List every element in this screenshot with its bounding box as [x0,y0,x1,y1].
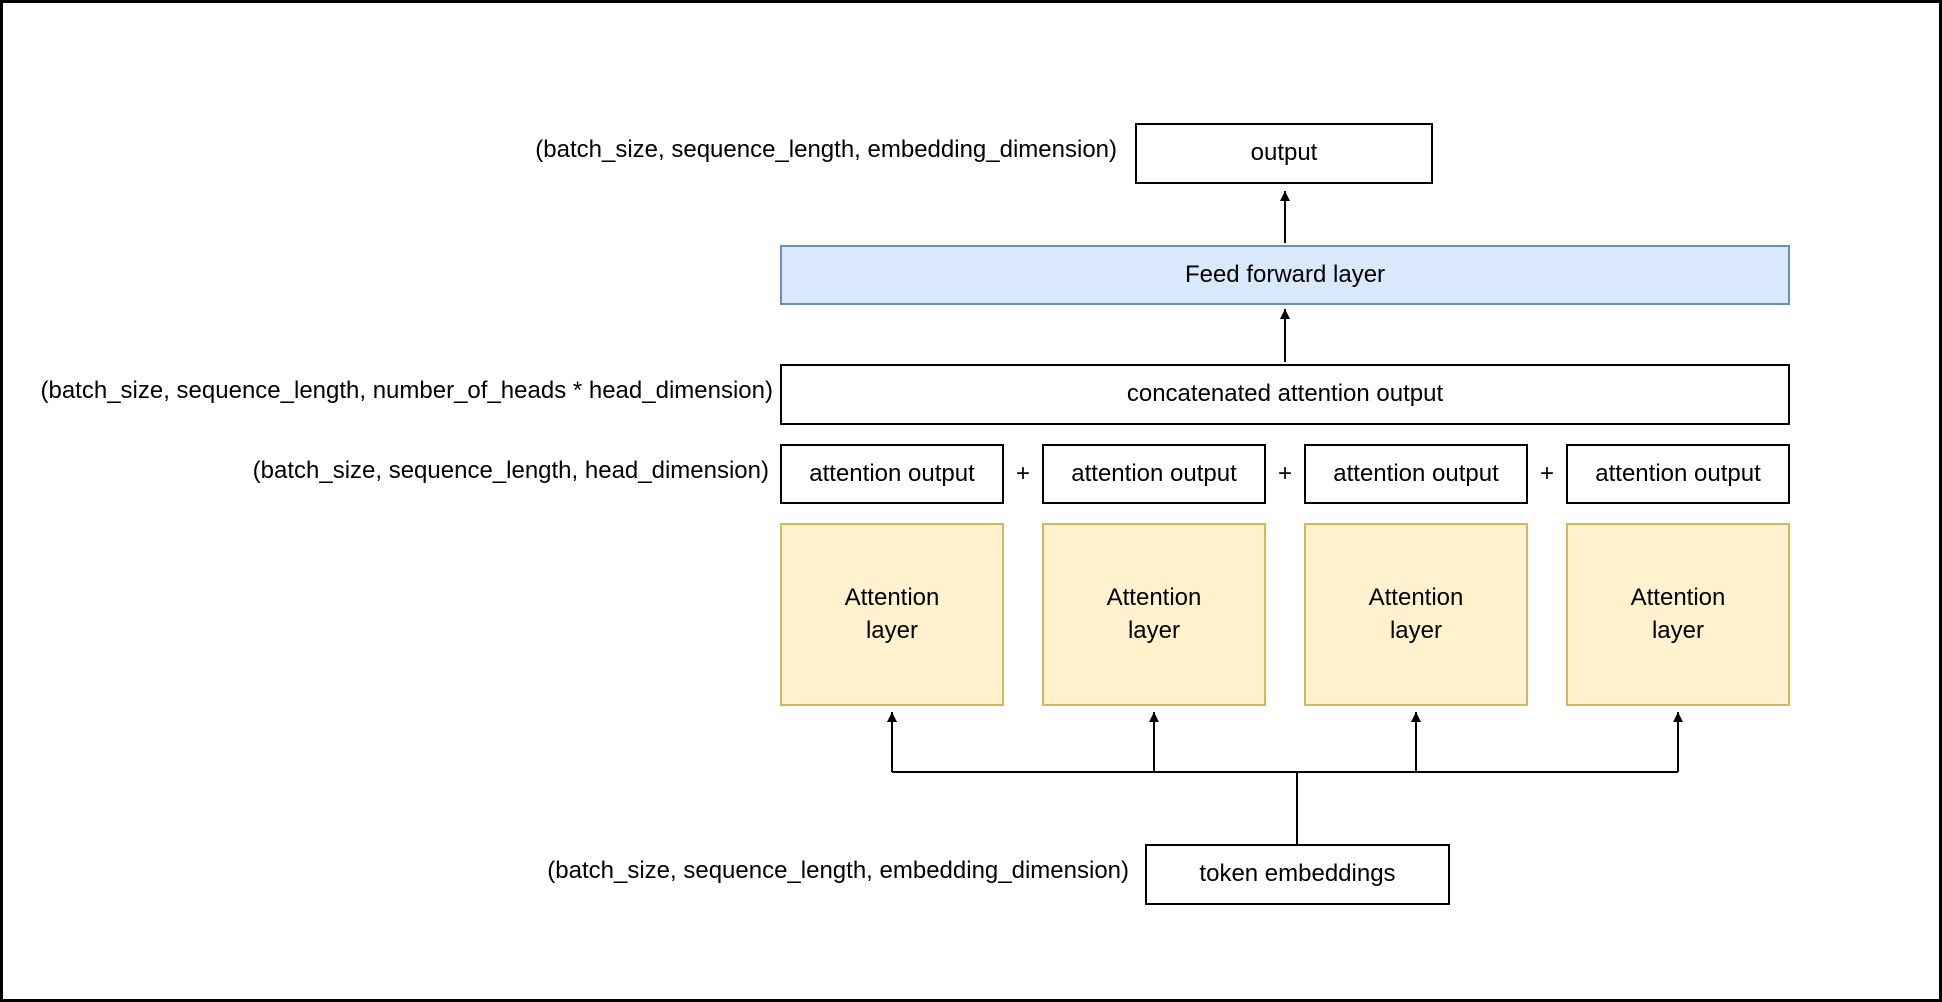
output-box: output [1135,123,1433,184]
attention-layer-box-4: Attention layer [1566,523,1790,706]
shape-label-attention-output: (batch_size, sequence_length, head_dimen… [252,457,769,484]
attention-output-box-2: attention output [1042,444,1266,504]
concatenated-attention-output-box: concatenated attention output [780,364,1790,425]
feed-forward-layer-box: Feed forward layer [780,245,1790,305]
plus-operator-1: + [1015,460,1030,487]
attention-layer-box-2: Attention layer [1042,523,1266,706]
shape-label-concatenated: (batch_size, sequence_length, number_of_… [40,377,773,404]
plus-operator-2: + [1277,460,1292,487]
shape-label-output: (batch_size, sequence_length, embedding_… [535,136,1117,163]
attention-layer-box-3: Attention layer [1304,523,1528,706]
token-embeddings-box: token embeddings [1145,844,1450,905]
plus-operator-3: + [1539,460,1554,487]
attention-output-box-4: attention output [1566,444,1790,504]
attention-layer-box-1: Attention layer [780,523,1004,706]
attention-output-box-3: attention output [1304,444,1528,504]
attention-output-box-1: attention output [780,444,1004,504]
shape-label-token-embeddings: (batch_size, sequence_length, embedding_… [547,857,1129,884]
